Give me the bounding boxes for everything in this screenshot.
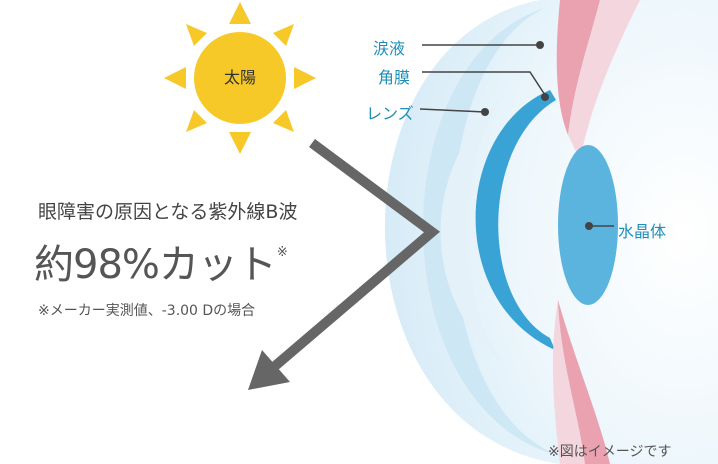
lens-label: レンズ xyxy=(366,104,414,123)
crystalline-lens-label: 水晶体 xyxy=(618,222,667,241)
image-caption: ※図はイメージです xyxy=(548,444,672,460)
uv-cut-value: 約98%カット xyxy=(34,242,277,288)
cornea-callout-dot xyxy=(541,93,549,101)
sclera-upper xyxy=(556,0,600,135)
tear-label: 涙液 xyxy=(373,39,406,58)
uv-ray-arrow xyxy=(264,138,441,376)
measurement-footnote: ※メーカー実測値、-3.00 Dの場合 xyxy=(38,303,256,319)
cornea-callout-line xyxy=(422,71,546,96)
cornea-label: 角膜 xyxy=(378,68,411,87)
lens-edge xyxy=(440,100,505,365)
uv-cut-headline: 約98%カット※ xyxy=(34,232,288,290)
sun-icon xyxy=(164,2,316,154)
lens-callout-dot xyxy=(481,108,489,116)
sun-label: 太陽 xyxy=(223,68,256,87)
cornea-band xyxy=(423,8,560,456)
headline-note-mark: ※ xyxy=(276,244,288,260)
crystal-callout-dot xyxy=(585,222,593,230)
contact-lens xyxy=(475,90,556,350)
sclera-lower-inner xyxy=(552,300,585,464)
uv-heading: 眼障害の原因となる紫外線B波 xyxy=(38,201,298,223)
sclera-upper-inner xyxy=(568,0,640,160)
uv-arrow-head xyxy=(248,350,290,390)
lens-callout-line xyxy=(419,108,486,113)
tear-callout-dot xyxy=(536,41,544,49)
